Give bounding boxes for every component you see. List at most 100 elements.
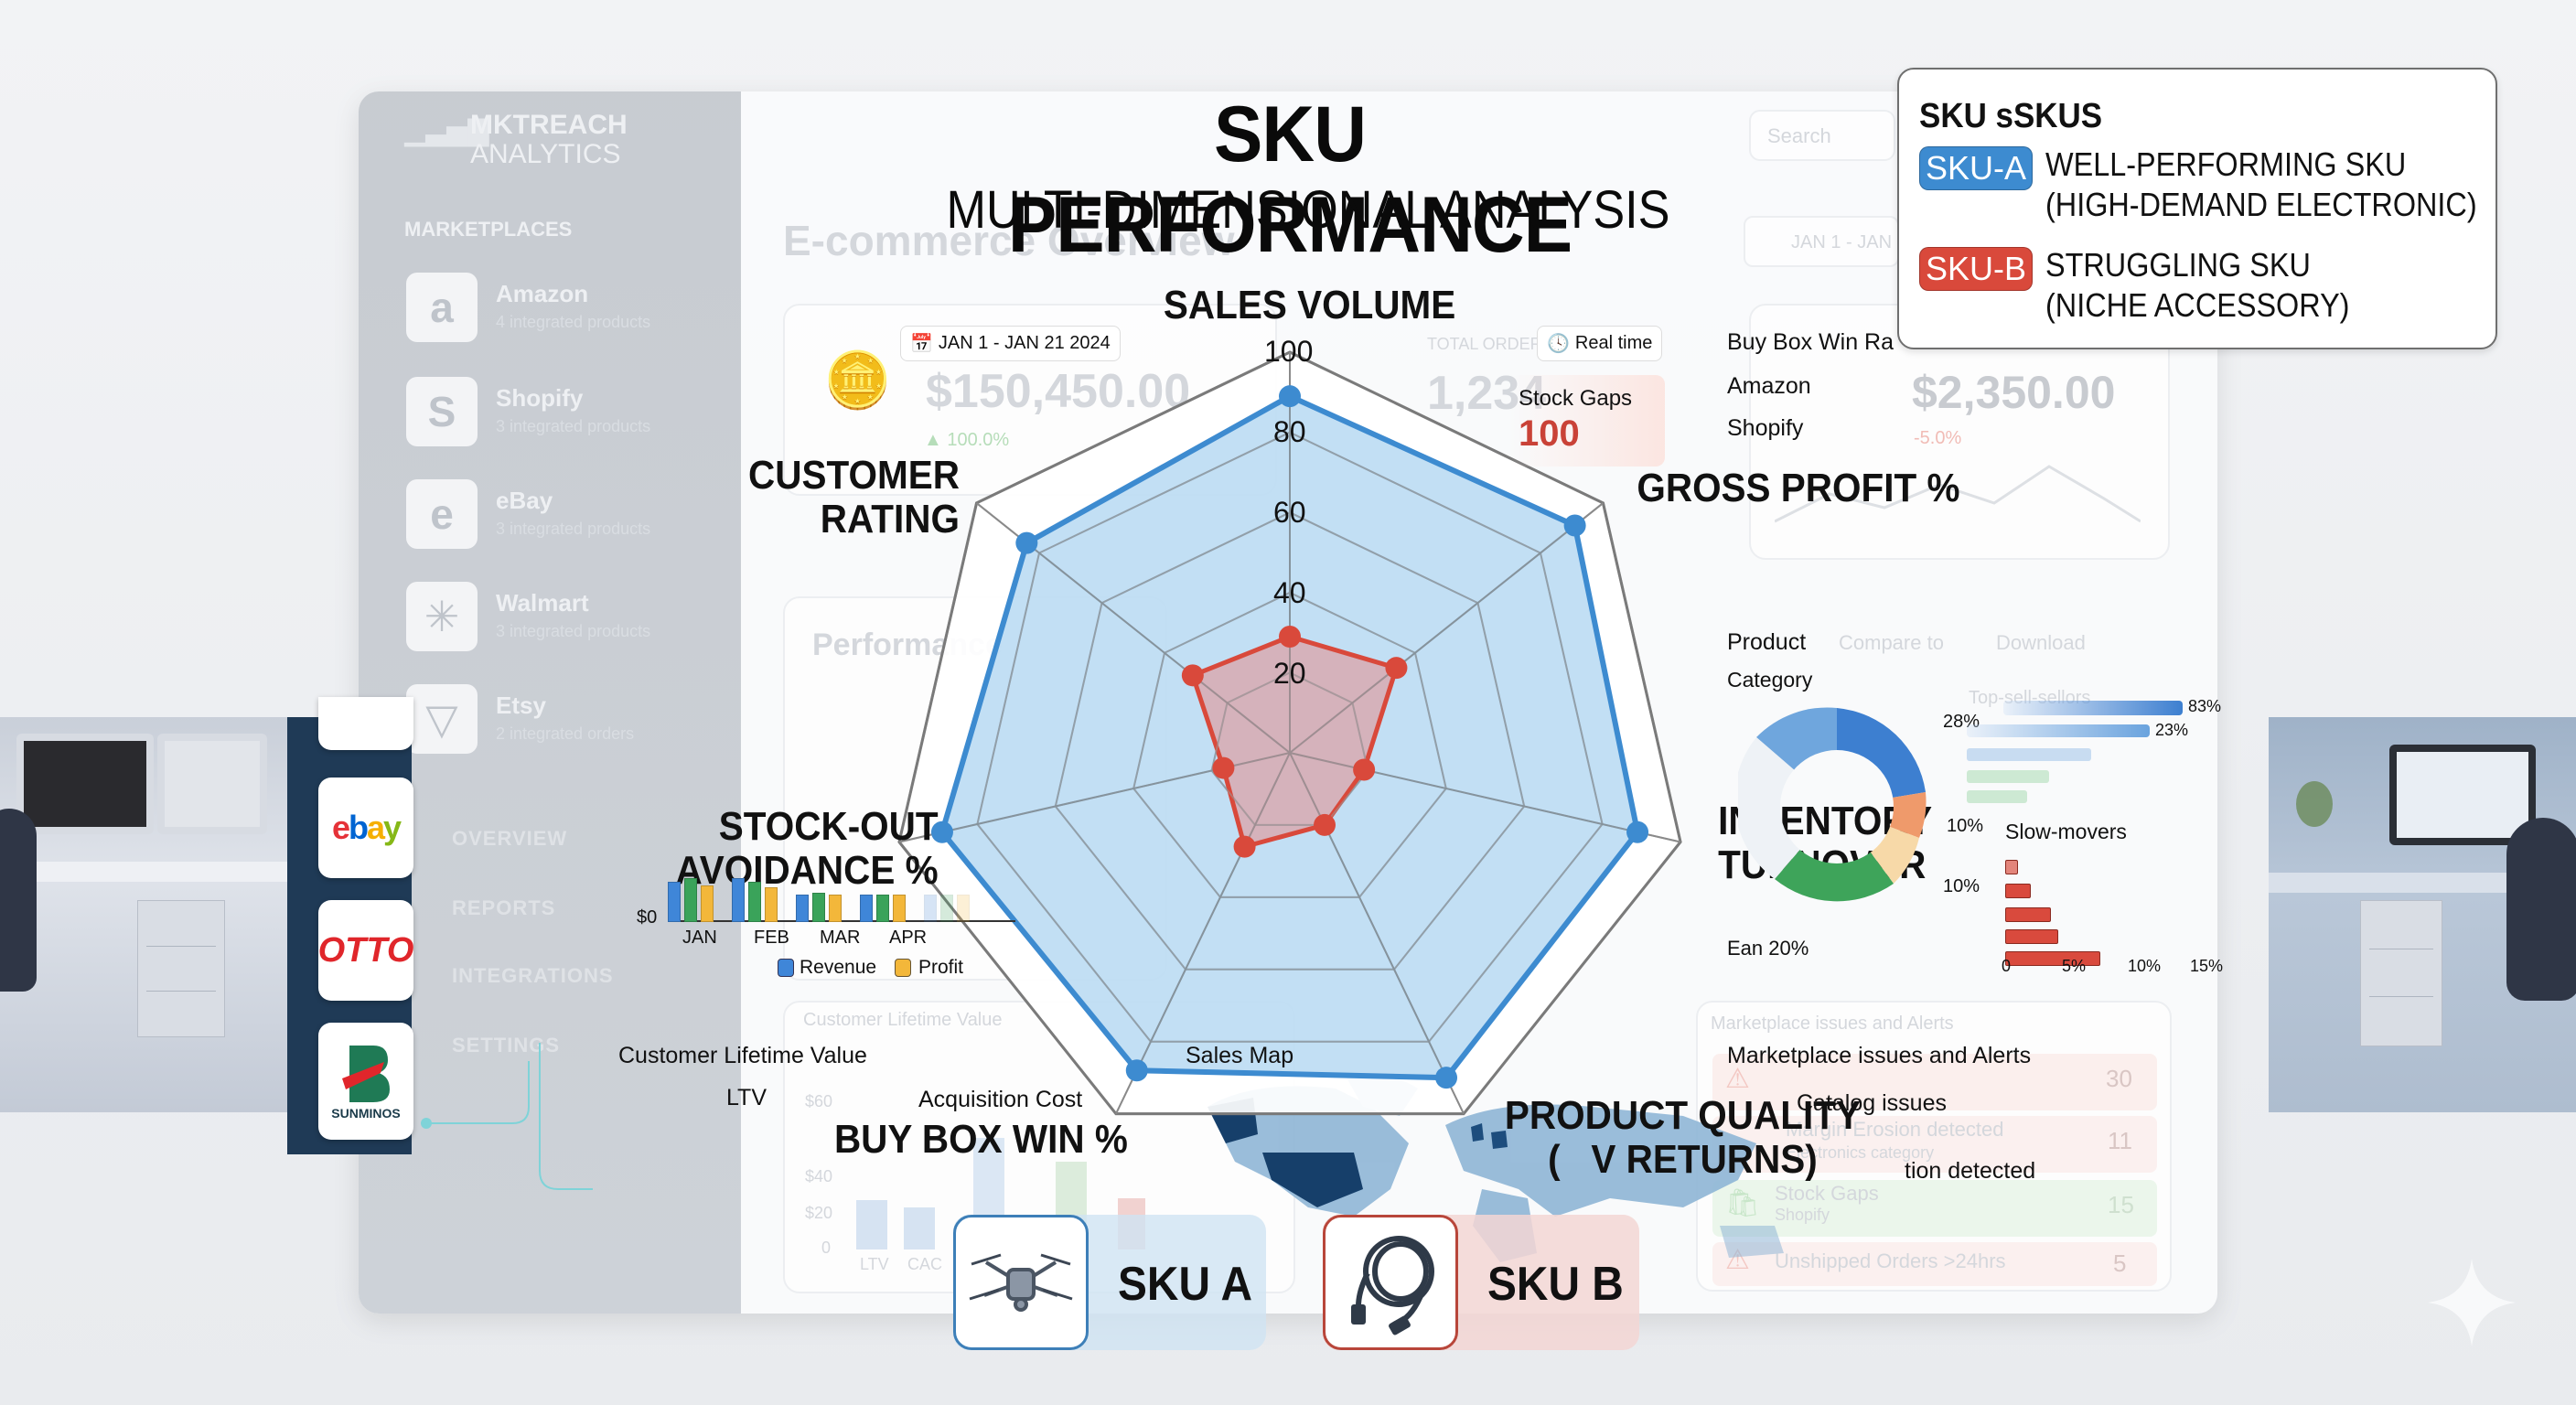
sidebar-item-walmart-sub: 3 integrated products	[496, 622, 651, 640]
sku-a-data-point	[1626, 820, 1649, 843]
ebay-logo[interactable]: ebay	[318, 778, 413, 878]
month-apr: APR	[889, 928, 928, 948]
stock-gaps-label: Stock Gaps	[1519, 386, 1633, 411]
detected-label: tion detected	[1905, 1158, 2036, 1184]
search-input[interactable]: Search	[1749, 110, 1895, 161]
clv-axis-40: $40	[805, 1167, 833, 1185]
alert-row-unshipped[interactable]	[1712, 1242, 2157, 1286]
sidebar-item-etsy[interactable]: Etsy	[496, 692, 546, 719]
amazon-icon[interactable]: a	[406, 273, 478, 342]
sku-b-data-point	[1279, 625, 1301, 648]
alert-row-catalog[interactable]	[1712, 1054, 2157, 1110]
sku-a-data-point	[1015, 531, 1038, 554]
sidebar-item-amazon[interactable]: Amazon	[496, 280, 589, 307]
radar-data-points	[930, 385, 1649, 1089]
alert-count-catalog: 30	[2106, 1065, 2132, 1092]
legend-desc-sku-b: STRUGGLING SKU (NICHE ACCESSORY)	[2045, 245, 2349, 326]
alert-count-stock: 15	[2108, 1191, 2134, 1218]
mini-chart-y0: $0	[637, 907, 658, 928]
clv-cat-ltv: LTV	[860, 1255, 889, 1273]
acquisition-cost-label: Acquisition Cost	[918, 1087, 1083, 1112]
nav-settings[interactable]: SETTINGS	[452, 1034, 561, 1056]
stock-gaps-box	[1509, 375, 1665, 467]
top-bar-83	[2003, 701, 2183, 715]
download-button[interactable]: Download	[1996, 631, 2086, 654]
sku-legend: SKU ѕSKUS SKU-A WELL-PERFORMING SKU (HIG…	[1897, 68, 2497, 349]
sidebar-section-title: MARKETPLACES	[404, 218, 573, 241]
sidebar-item-walmart[interactable]: Walmart	[496, 589, 589, 617]
tick-60: 60	[1273, 496, 1306, 529]
legend-sku-a-line2: (HIGH-DEMAND ELECTRONIC)	[2045, 186, 2477, 223]
bar-group-jan	[668, 878, 714, 922]
sidebar-item-shopify[interactable]: Shopify	[496, 384, 584, 412]
sidebar-item-etsy-sub: 2 integrated orders	[496, 724, 635, 743]
drone-icon	[969, 1253, 1073, 1312]
etsy-basket-icon[interactable]: ▽	[406, 684, 478, 754]
sku-b-data-point	[1233, 835, 1256, 858]
compare-button[interactable]: Compare to	[1839, 631, 1944, 654]
sidebar-item-shopify-sub: 3 integrated products	[496, 417, 651, 435]
nav-integrations[interactable]: INTEGRATIONS	[452, 964, 614, 987]
shopify-icon[interactable]: S	[406, 377, 478, 446]
alert-margin-label: Margin Erosion detected	[1786, 1118, 2004, 1141]
sku-b-card[interactable]	[1323, 1215, 1458, 1350]
axis-label-gross-profit: GROSS PROFIT %	[1637, 466, 1960, 510]
sku-a-card[interactable]	[953, 1215, 1089, 1350]
mini-chart-baseline	[668, 920, 1015, 922]
donut-label-10b: 10%	[1943, 876, 1980, 896]
nav-reports[interactable]: REPORTS	[452, 896, 556, 919]
ebay-icon[interactable]: e	[406, 479, 478, 549]
bar-group-faded	[924, 895, 970, 922]
sunminos-logo[interactable]: SUNMINOS	[318, 1023, 413, 1140]
alert-count-unshipped: 5	[2113, 1249, 2127, 1277]
office-photo-left	[0, 717, 329, 1112]
top-bar-83-label: 83%	[2188, 697, 2222, 715]
refund-sparkline	[1775, 465, 2141, 523]
clv-ghost-title: Customer Lifetime Value	[803, 1010, 1003, 1030]
alert-row-stock-gaps[interactable]	[1712, 1180, 2157, 1237]
top-bar-ghost-1	[1967, 748, 2091, 761]
realtime-chip[interactable]: 🕓 Real time	[1537, 326, 1663, 361]
slow-movers-title: Slow-movers	[2005, 820, 2127, 843]
month-jan: JAN	[682, 928, 717, 948]
tick-20: 20	[1273, 657, 1306, 690]
product-category-label-2: Category	[1727, 668, 1813, 692]
slow-bar-2	[2005, 884, 2031, 898]
buy-box-amazon: Amazon	[1727, 373, 1811, 399]
month-feb: FEB	[754, 928, 789, 948]
top-bar-ghost-2	[1967, 770, 2049, 783]
alert-count-margin: 11	[2108, 1127, 2132, 1154]
revenue-change: ▲ 100.0%	[924, 430, 1010, 450]
sku-a-data-point	[1563, 514, 1586, 537]
brand-name: MKTREACH	[470, 110, 628, 140]
sku-a-data-point	[1279, 385, 1301, 408]
alert-unshipped-label: Unshipped Orders >24hrs	[1775, 1249, 2006, 1272]
date-range-button[interactable]: JAN 1 - JAN	[1744, 216, 1899, 267]
sku-a-data-point	[930, 820, 953, 843]
alert-row-margin[interactable]	[1712, 1116, 2157, 1173]
clv-bar-ltv	[856, 1200, 887, 1249]
alerts-title: Marketplace issues and Alerts	[1727, 1043, 2032, 1068]
sidebar-item-ebay[interactable]: eBay	[496, 487, 553, 514]
cable-icon	[1351, 1236, 1434, 1335]
clv-bar-cac	[904, 1207, 935, 1249]
sku-a-data-point	[1125, 1059, 1148, 1082]
slow-axis-5: 5%	[2062, 957, 2087, 975]
alert-stock-label: Stock Gaps	[1775, 1182, 1879, 1205]
sidebar-item-ebay-sub: 3 integrated products	[496, 520, 651, 538]
coins-icon: 🪙	[823, 349, 892, 411]
legend-pill-sku-a: SKU-A	[1919, 146, 2033, 190]
radar-grid-overlay	[897, 350, 1682, 1116]
brand-subtitle: ANALYTICS	[470, 139, 621, 169]
top-bar-ghost-3	[1967, 790, 2027, 803]
legend-revenue-swatch	[778, 959, 794, 977]
top-bar-23	[1967, 724, 2150, 737]
sku-a-label: SKU A	[1118, 1258, 1253, 1311]
slow-bar-5	[2005, 951, 2100, 966]
office-photo-right	[2269, 717, 2576, 1112]
donut-label-ean: Ean 20%	[1727, 937, 1809, 960]
otto-logo[interactable]: OTTO	[318, 900, 413, 1001]
nav-overview[interactable]: OVERVIEW	[452, 827, 568, 850]
date-range-chip[interactable]: 📅 JAN 1 - JAN 21 2024	[900, 326, 1121, 361]
walmart-icon[interactable]: ✳	[406, 582, 478, 651]
